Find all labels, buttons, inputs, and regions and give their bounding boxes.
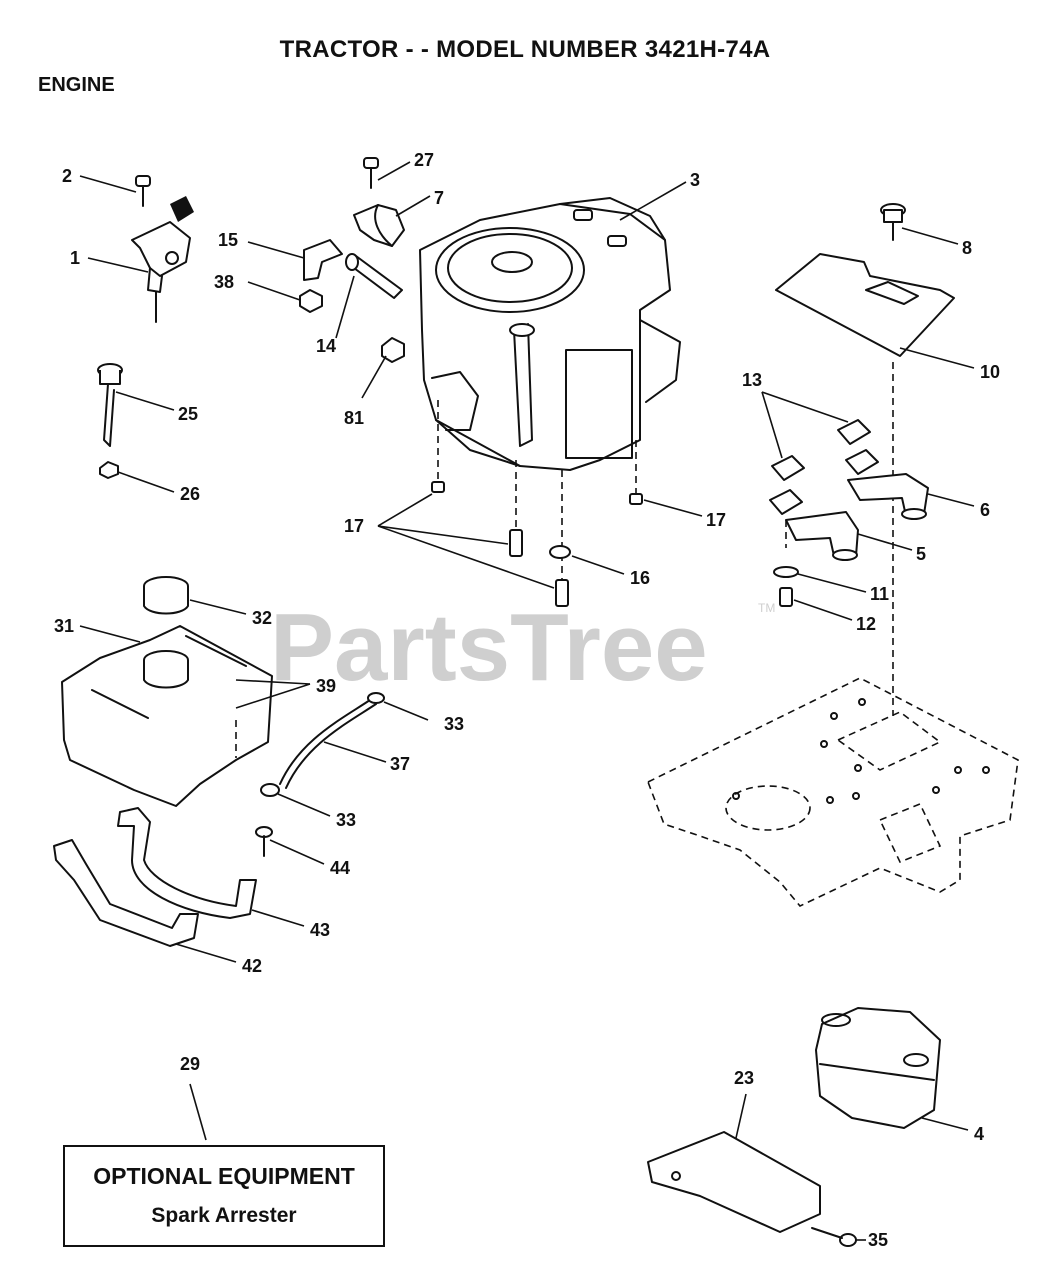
part-tank-strap-43: [117, 807, 257, 919]
part-engine: [419, 197, 681, 471]
callout-4: 4: [974, 1124, 984, 1144]
callout-2: 2: [62, 166, 72, 186]
part-heat-shield: [775, 253, 955, 357]
part-tube-14: [345, 253, 403, 299]
callout-27: 27: [414, 150, 434, 170]
part-nut-38: [299, 289, 323, 313]
part-fuel-line: [279, 699, 377, 789]
part-exhaust-pipe-6: [847, 473, 929, 520]
callout-16: 16: [630, 568, 650, 588]
part-dipstick: [97, 363, 123, 447]
part-muffler: [815, 1007, 941, 1129]
part-screw-2: [135, 175, 151, 207]
section-heading: ENGINE: [38, 74, 115, 96]
watermark-trademark: TM: [758, 601, 775, 615]
callout-33-upper: 33: [444, 714, 464, 734]
part-muffler-shield: [647, 1131, 821, 1233]
callout-3: 3: [690, 170, 700, 190]
leader-lines: [79, 161, 975, 1241]
part-frame: [646, 677, 1019, 907]
part-screw-8: [880, 203, 906, 241]
callout-1: 1: [70, 248, 80, 268]
callout-31: 31: [54, 616, 74, 636]
callout-43: 43: [310, 920, 330, 940]
optional-equipment-title: OPTIONAL EQUIPMENT: [93, 1163, 355, 1189]
part-screw-27: [363, 157, 379, 189]
part-fuel-cap: [143, 576, 189, 615]
part-bolt-17: [431, 481, 643, 607]
callout-39: 39: [316, 676, 336, 696]
callout-35: 35: [868, 1230, 888, 1250]
callout-26: 26: [180, 484, 200, 504]
part-screw-44: [255, 826, 273, 857]
part-elbow-15: [303, 239, 343, 281]
part-washer-11: [773, 566, 799, 578]
callout-81: 81: [344, 408, 364, 428]
callout-44: 44: [330, 858, 350, 878]
part-clamp-7: [353, 204, 405, 247]
callout-5: 5: [916, 544, 926, 564]
callout-14: 14: [316, 336, 336, 356]
part-fuel-tank: [61, 625, 273, 807]
callout-42: 42: [242, 956, 262, 976]
callout-11: 11: [870, 584, 889, 604]
callout-labels: 2 1 27 7 3 15 38 14 81 25 26 8 10 13 6 5…: [54, 150, 1000, 1250]
part-washer-16: [549, 545, 571, 559]
optional-equipment-box: OPTIONAL EQUIPMENT Spark Arrester: [63, 1145, 385, 1247]
callout-37: 37: [390, 754, 410, 774]
callout-8: 8: [962, 238, 972, 258]
callout-17-group: 17: [344, 516, 364, 536]
page-title: TRACTOR - - MODEL NUMBER 3421H-74A: [279, 36, 771, 63]
callout-10: 10: [980, 362, 1000, 382]
callout-23: 23: [734, 1068, 754, 1088]
part-exhaust-pipe-5: [785, 511, 859, 561]
callout-32: 32: [252, 608, 272, 628]
callout-6: 6: [980, 500, 990, 520]
part-bolt-12: [779, 587, 793, 607]
callout-17: 17: [706, 510, 726, 530]
callout-15: 15: [218, 230, 238, 250]
part-gaskets: [769, 419, 879, 515]
callout-38: 38: [214, 272, 234, 292]
part-screw-35: [811, 1227, 857, 1247]
part-hose-clamp: [260, 692, 385, 797]
part-nut-26: [99, 461, 119, 479]
callout-7: 7: [434, 188, 444, 208]
optional-equipment-item: Spark Arrester: [151, 1204, 297, 1227]
callout-25: 25: [178, 404, 198, 424]
callout-33-lower: 33: [336, 810, 356, 830]
part-throttle-control: [131, 196, 194, 323]
callout-29: 29: [180, 1054, 200, 1074]
callout-13: 13: [742, 370, 762, 390]
part-tank-strap-42: [53, 839, 199, 947]
watermark-text: PartsTree: [270, 594, 708, 701]
callout-12: 12: [856, 614, 876, 634]
